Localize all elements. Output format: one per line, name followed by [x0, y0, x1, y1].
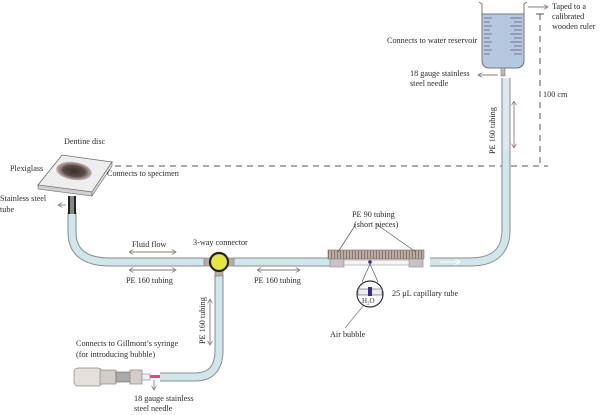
- label-pe90-2: (short pieces): [354, 220, 399, 229]
- label-dentine-disc: Dentine disc: [64, 137, 106, 146]
- annotation-arrows: [58, 7, 548, 390]
- label-air-bubble: Air bubble: [330, 330, 366, 339]
- pe160-tubing: [67, 78, 511, 382]
- three-way-connector: [203, 251, 235, 277]
- label-needle-top-2: steel needle: [410, 79, 449, 88]
- label-h2o: H₂O: [362, 297, 375, 305]
- label-syringe-1: Connects to Gillmont’s syringe: [76, 339, 179, 348]
- label-needle-bottom-1: 18 gauge stainless: [134, 394, 194, 403]
- label-height: 100 cm: [543, 90, 568, 99]
- label-syringe-2: (for introducing bubble): [76, 350, 156, 359]
- label-taped-ruler-3: wooden ruler: [552, 22, 596, 31]
- capillary-magnified: [344, 280, 384, 329]
- label-pe160-left: PE 160 tubing: [126, 276, 173, 285]
- label-taped-ruler-2: calibrated: [552, 12, 585, 21]
- water-reservoir: [478, 1, 528, 77]
- label-taped-ruler-1: Taped to a: [552, 2, 586, 11]
- label-needle-bottom-2: steel needle: [134, 404, 173, 413]
- label-steel-tube-1: Stainless steel: [0, 194, 47, 203]
- gillmont-syringe: [73, 367, 160, 387]
- label-capillary: 25 μL capillary tube: [392, 289, 459, 298]
- label-pe160-vertical-down: PE 160 tubing: [198, 297, 207, 344]
- label-plexiglass: Plexiglass: [10, 164, 44, 173]
- label-steel-tube-2: tube: [0, 205, 15, 214]
- label-needle-top-1: 18 gauge stainless: [410, 69, 470, 78]
- label-pe160-vertical-right: PE 160 tubing: [488, 107, 497, 154]
- label-pe160-middle: PE 160 tubing: [254, 276, 301, 285]
- label-specimen: Connects to specimen: [107, 169, 179, 178]
- label-water-reservoir: Connects to water reservoir: [387, 36, 478, 45]
- label-three-way-connector: 3-way connector: [193, 238, 248, 247]
- label-pe90-1: PE 90 tubing: [352, 210, 395, 219]
- plexiglass-specimen: [37, 154, 113, 214]
- capillary-assembly: [327, 223, 425, 283]
- label-fluid-flow: Fluid flow: [132, 240, 167, 249]
